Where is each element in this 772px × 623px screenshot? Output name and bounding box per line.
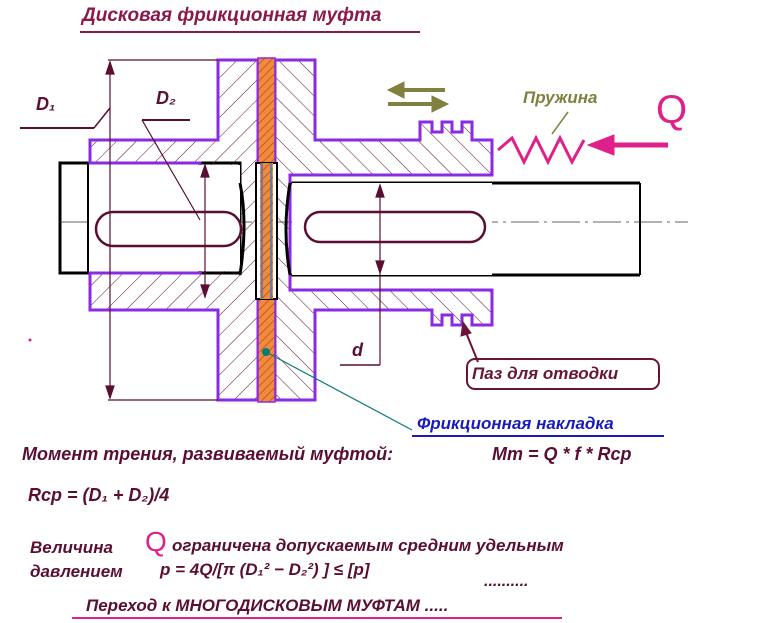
left-bore (92, 165, 240, 271)
d-label: d (352, 340, 363, 360)
pressure-word: давлением (30, 562, 123, 581)
d1-dimension (20, 59, 218, 401)
spring-label: Пружина (523, 88, 598, 107)
force-q-label: Q (656, 88, 688, 132)
movement-arrows-icon (386, 81, 450, 113)
spring-icon (497, 134, 586, 166)
moment-text: Момент трения, развиваемый муфтой: (22, 444, 394, 464)
pressure-formula: p = 4Q/[π (D₁² − D₂²) ] ≤ [p] (160, 560, 370, 579)
right-half-clutch (273, 58, 494, 402)
footer-link[interactable]: Переход к МНОГОДИСКОВЫМ МУФТАМ ..... (86, 596, 449, 615)
d2-dimension (141, 119, 210, 299)
rcp-formula: Rср = (D₁ + D₂)/4 (28, 485, 170, 505)
spring-leader (551, 111, 569, 135)
continuation-dots: .......... (484, 573, 529, 590)
moment-formula: Mт = Q * f * Rср (492, 444, 632, 464)
lining-leader (265, 351, 413, 431)
groove-label-box (466, 358, 660, 390)
magnitude-word: Величина (30, 538, 113, 557)
page-title: Дисковая фрикционная муфта (82, 5, 382, 26)
magnitude-q: Q (145, 526, 167, 557)
d2-label: D₂ (156, 88, 176, 108)
right-bore (292, 183, 492, 275)
force-q-arrow-icon (586, 134, 668, 156)
limited-text: ограничена допускаемым средним удельным (172, 536, 564, 555)
d1-label: D₁ (36, 94, 56, 114)
groove-label: Паз для отводки (472, 364, 619, 383)
groove-leader (460, 320, 479, 363)
d-dimension (340, 183, 385, 366)
lining-label: Фрикционная накладка (417, 414, 614, 433)
